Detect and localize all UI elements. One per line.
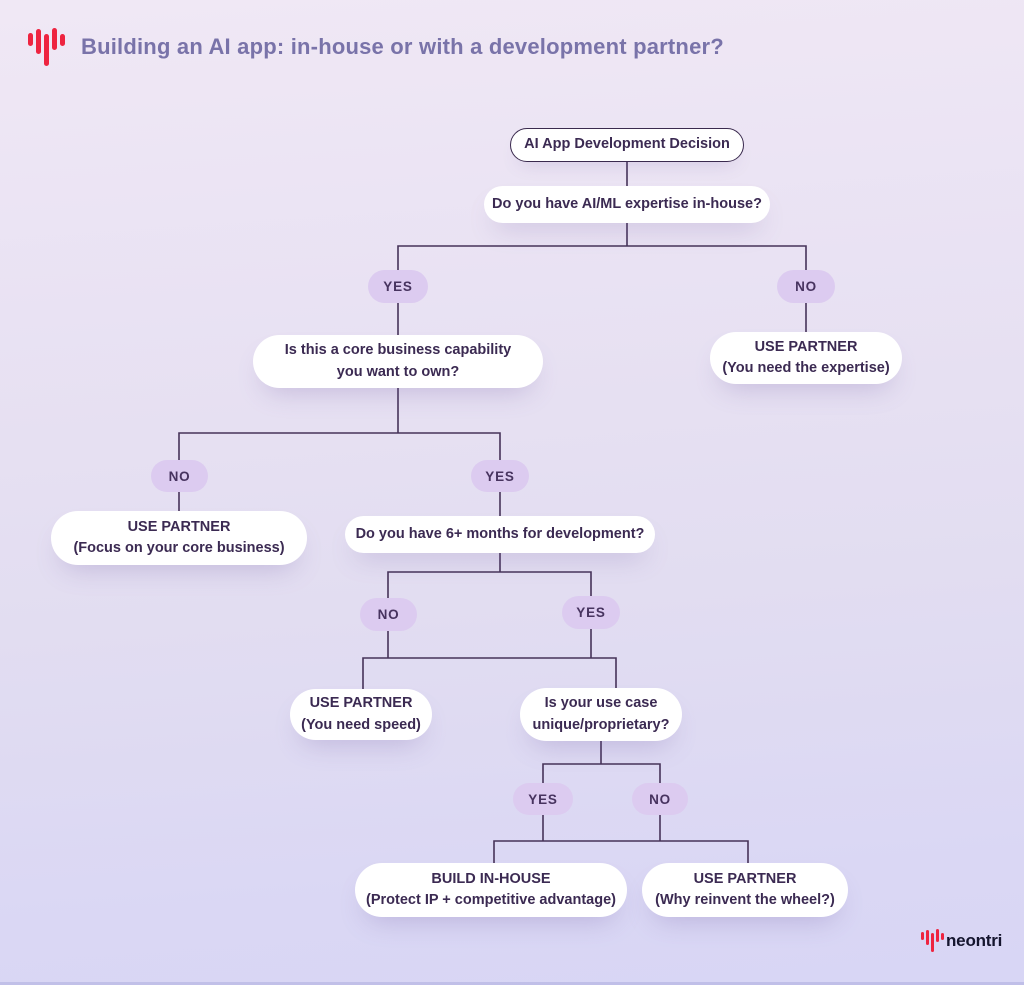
connector-bar-4 [493,840,749,864]
node-root: AI App Development Decision [510,128,744,162]
connector-branch-4 [542,763,661,783]
connector-branch-2 [178,432,501,460]
node-question-expertise: Do you have AI/ML expertise in-house? [484,186,770,223]
node-result-partner-expertise: USE PARTNER (You need the expertise) [710,332,902,384]
node-question-unique: Is your use case unique/proprietary? [520,688,682,741]
neontri-wordmark: neontri [946,931,1003,950]
answer-pill-yes-1: YES [368,270,428,303]
answer-pill-no-2: NO [151,460,208,492]
page-title: Building an AI app: in-house or with a d… [81,34,724,59]
answer-pill-yes-4: YES [513,783,573,815]
answer-pill-no-3: NO [360,598,417,631]
header: Building an AI app: in-house or with a d… [28,24,724,70]
connector-bar-3 [362,657,617,690]
answer-pill-yes-2: YES [471,460,529,492]
neontri-waveform-icon-small [921,927,944,952]
node-root-label: AI App Development Decision [524,136,730,153]
answer-pill-no-4: NO [632,783,688,815]
connector-branch-1 [397,245,807,270]
answer-pill-no-1: NO [777,270,835,303]
node-result-partner-core: USE PARTNER (Focus on your core business… [51,511,307,565]
node-question-months: Do you have 6+ months for development? [345,516,655,553]
node-question-core-business: Is this a core business capability you w… [253,335,543,388]
brand-logo: neontri [921,927,1002,952]
node-question-expertise-label: Do you have AI/ML expertise in-house? [492,195,762,212]
node-result-partner-wheel: USE PARTNER (Why reinvent the wheel?) [642,863,848,917]
answer-pill-yes-3: YES [562,596,620,629]
connector-branch-3 [387,571,592,598]
node-result-partner-speed: USE PARTNER (You need speed) [290,689,432,740]
neontri-waveform-icon [28,24,65,70]
node-result-build-inhouse: BUILD IN-HOUSE (Protect IP + competitive… [355,863,627,917]
